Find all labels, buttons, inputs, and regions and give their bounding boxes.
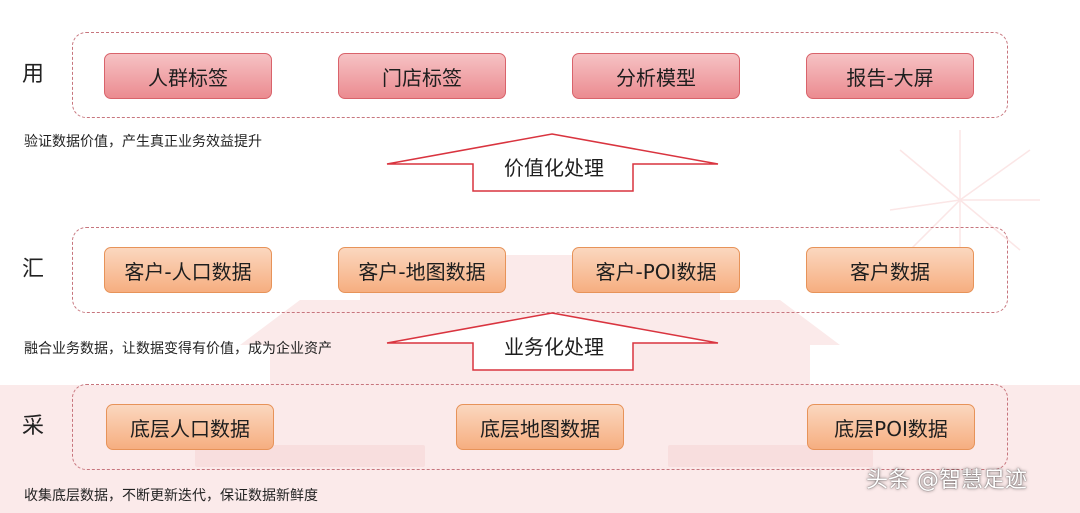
watermark: 头条 @智慧足迹 (866, 468, 1027, 493)
layer-box-aggregate (72, 227, 1008, 313)
up-arrow-upper (386, 133, 719, 192)
layer-note-use: 验证数据价值，产生真正业务效益提升 (24, 134, 262, 150)
layer-box-collect (72, 384, 1008, 470)
node-base-map: 底层地图数据 (456, 404, 624, 450)
node-customer-map: 客户-地图数据 (338, 247, 506, 293)
layer-label-use: 用 (22, 62, 45, 87)
layer-note-aggregate: 融合业务数据，让数据变得有价值，成为企业资产 (24, 341, 332, 357)
node-customer-poi: 客户-POI数据 (572, 247, 740, 293)
node-base-poi: 底层POI数据 (807, 404, 975, 450)
up-arrow-lower (386, 312, 719, 371)
node-customer-population: 客户-人口数据 (104, 247, 272, 293)
node-crowd-tags: 人群标签 (104, 53, 272, 99)
layer-note-collect: 收集底层数据，不断更新迭代，保证数据新鲜度 (24, 488, 318, 504)
node-base-population: 底层人口数据 (106, 404, 274, 450)
layer-label-collect: 采 (22, 414, 45, 439)
node-customer-data: 客户数据 (806, 247, 974, 293)
arrow-label-value-processing: 价值化处理 (504, 156, 604, 180)
layer-box-use (72, 32, 1008, 118)
arrow-label-business-processing: 业务化处理 (504, 335, 604, 359)
node-store-tags: 门店标签 (338, 53, 506, 99)
layer-label-aggregate: 汇 (22, 257, 45, 282)
node-report-screen: 报告-大屏 (806, 53, 974, 99)
node-analysis-model: 分析模型 (572, 53, 740, 99)
